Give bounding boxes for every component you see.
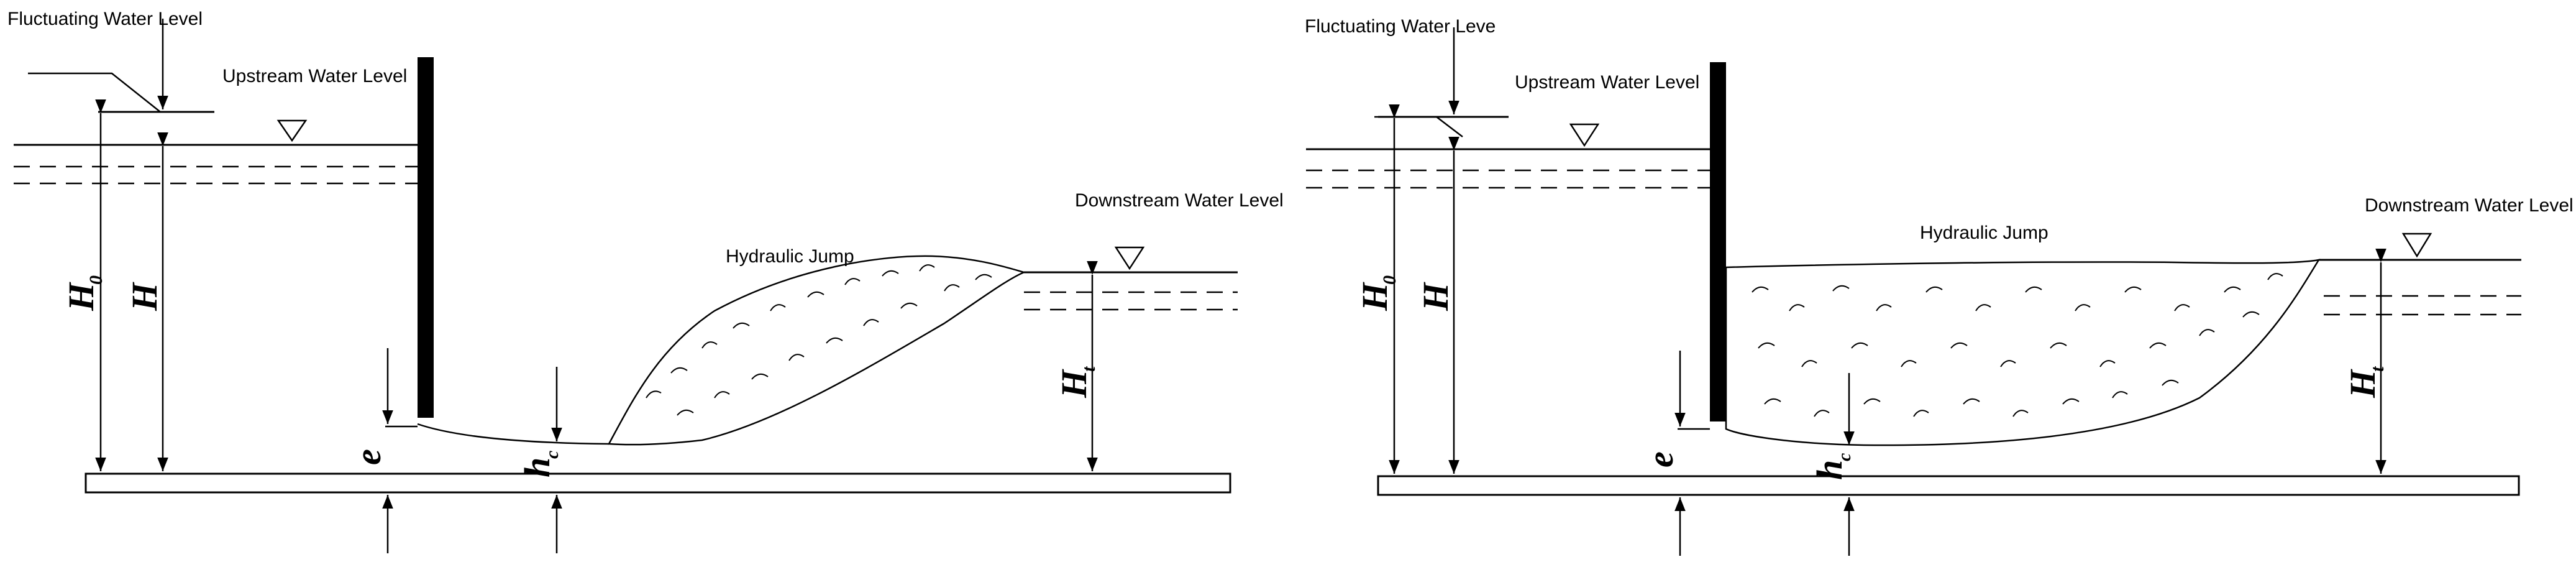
fluctuating-label-right: Fluctuating Water Leve	[1305, 16, 1496, 37]
jump-label: Hydraulic Jump	[726, 246, 854, 267]
upstream-label-right: Upstream Water Level	[1515, 72, 1699, 93]
H0-subscript-right: 0	[1379, 275, 1400, 285]
fluctuating-leader-right	[1374, 116, 1463, 137]
upstream-level-triangle	[276, 119, 308, 142]
left-diagram: Fluctuating Water Level Upstream Water L…	[7, 9, 1284, 553]
downstream-label-right: Downstream Water Level	[2365, 195, 2574, 216]
Ht-subscript: t	[1079, 366, 1099, 372]
channel-bed	[84, 472, 1231, 494]
sluice-gate	[418, 57, 434, 418]
channel-bed-right	[1377, 475, 2520, 496]
hydraulic-jump-roller	[607, 255, 1026, 446]
sluice-gate-right	[1710, 62, 1726, 422]
downstream-label: Downstream Water Level	[1075, 190, 1284, 211]
submerged-turbulence	[1752, 273, 2283, 417]
right-diagram: Fluctuating Water Leve Upstream Water Le…	[1305, 16, 2574, 556]
jump-turbulence	[646, 264, 992, 416]
H-symbol: H	[124, 282, 165, 311]
H-symbol-right: H	[1415, 282, 1456, 311]
e-symbol-right: e	[1640, 451, 1681, 468]
submerged-jump-region	[1725, 259, 2321, 446]
e-symbol: e	[348, 449, 388, 465]
upstream-level-triangle-right	[1569, 123, 1600, 147]
H0-symbol: H	[61, 282, 101, 311]
Ht-symbol: H	[1054, 369, 1094, 398]
hc-subscript-right: c	[1834, 453, 1855, 461]
upstream-label: Upstream Water Level	[222, 66, 407, 86]
hc-symbol: h	[517, 458, 557, 477]
fluctuating-leader	[28, 72, 161, 113]
fluctuating-label: Fluctuating Water Level	[7, 9, 203, 29]
hc-symbol-right: h	[1809, 460, 1850, 480]
downstream-level-triangle	[1114, 246, 1145, 270]
Ht-subscript-right: t	[2367, 366, 2388, 372]
Ht-symbol-right: H	[2342, 369, 2383, 398]
hc-subscript: c	[542, 451, 562, 459]
downstream-level-triangle-right	[2401, 233, 2432, 258]
H0-symbol-right: H	[1354, 282, 1395, 311]
vena-contracta-surface	[417, 423, 610, 445]
jump-label-right: Hydraulic Jump	[1920, 223, 2048, 243]
H0-subscript: 0	[86, 275, 106, 285]
